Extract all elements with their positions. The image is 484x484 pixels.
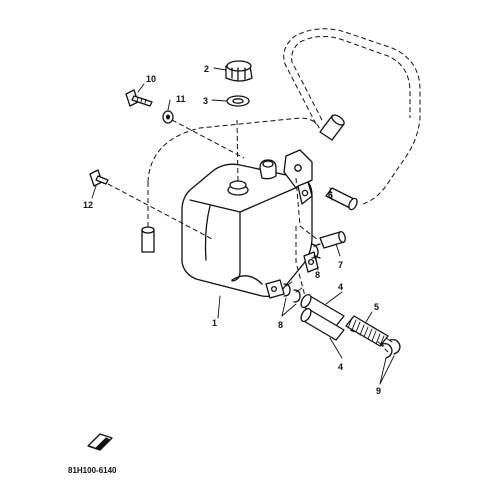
- callout-6: 6: [328, 190, 333, 200]
- clips-9: [377, 337, 401, 359]
- callout-4-upper: 4: [338, 282, 343, 292]
- callout-12: 12: [83, 200, 93, 210]
- clips-8-lower: [283, 281, 303, 303]
- callout-10: 10: [146, 74, 156, 84]
- cap-gasket: [226, 95, 250, 107]
- callout-3: 3: [203, 96, 208, 106]
- hose-7: [319, 230, 346, 249]
- callout-4-lower: 4: [338, 362, 343, 372]
- callout-8-lower: 8: [278, 320, 283, 330]
- callout-9: 9: [376, 386, 381, 396]
- washer-11: [162, 110, 174, 124]
- hose-loop-inner: [291, 36, 411, 121]
- tank-cap: [225, 60, 253, 82]
- spring-guard-5: [345, 315, 389, 347]
- hose-upper: [319, 114, 345, 141]
- clip-8-upper: [311, 243, 321, 259]
- bolt-12: [89, 169, 109, 187]
- hose-left: [141, 226, 155, 253]
- callout-5: 5: [374, 302, 379, 312]
- book-corner-icon: [87, 433, 113, 451]
- bolt-10: [125, 89, 153, 107]
- callout-1: 1: [212, 318, 217, 328]
- hose-loop: [283, 28, 421, 206]
- hose-4-lower: [300, 307, 345, 341]
- callout-8-upper: 8: [315, 270, 320, 280]
- callout-2: 2: [204, 64, 209, 74]
- callout-11: 11: [176, 94, 186, 104]
- oil-tank: [181, 149, 319, 299]
- diagram-code: 81H100-6140: [68, 466, 117, 475]
- callout-7: 7: [338, 260, 343, 270]
